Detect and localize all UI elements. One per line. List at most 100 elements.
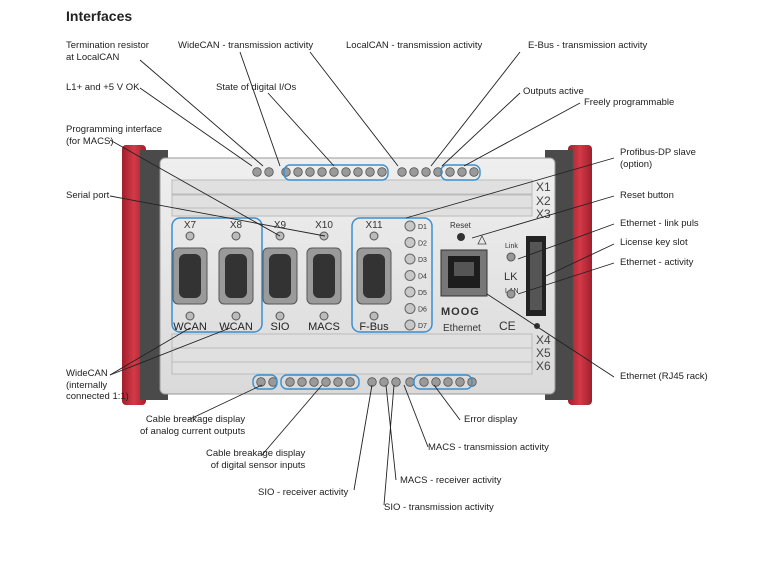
diag-led-d6 [404,303,416,314]
port-socket [313,254,335,298]
diag-led-label: D5 [418,290,427,297]
top-led-1 [252,167,262,177]
top-led-4 [293,167,303,177]
link-label: Link [505,243,518,250]
label-profibus: Profibus-DP slave(option) [620,147,696,170]
top-led-16 [445,167,455,177]
top-led-14 [421,167,431,177]
label-l1-5v: L1+ and +5 V OK [66,82,140,93]
top-led-12 [397,167,407,177]
diag-led-d3 [404,253,416,265]
page-title: Interfaces [66,8,133,24]
terminal-row-top-3 [171,207,533,217]
port-screw-top [231,231,241,241]
port-id-label: X11 [365,220,382,231]
warning-triangle-icon [477,235,487,245]
port-screw-bottom [369,311,379,321]
port-socket [363,254,385,298]
rj45-contacts [454,262,474,276]
label-license-key: License key slot [620,237,688,248]
diag-led-d2 [404,237,416,248]
bottom-led-4 [297,377,307,387]
bottom-led-3 [285,377,295,387]
port-name-label: WCAN [219,321,253,333]
leader-lines [109,51,615,506]
top-led-11 [377,167,387,177]
top-led-strip [252,167,479,177]
top-led-18 [469,167,479,177]
diag-led-d5 [404,286,416,298]
top-led-3 [281,167,291,177]
analog-led-highlight [252,374,278,390]
port-socket [179,254,201,298]
ethernet-label: Ethernet [443,323,481,334]
port-screw-bottom [275,311,285,321]
bottom-led-11 [391,377,401,387]
bottom-led-7 [333,377,343,387]
port-id-label: X10 [315,220,333,231]
label-localcan-tx: LocalCAN - transmission activity [346,40,483,51]
bottom-led-10 [379,377,389,387]
row-label-x3: X3 [536,207,551,221]
port-id-label: X7 [184,220,197,231]
diag-led-d4 [404,270,416,281]
port-socket [269,254,291,298]
label-eth-activity: Ethernet - activity [620,257,694,268]
bottom-led-12 [405,377,415,387]
bottom-led-5 [309,377,319,387]
diag-led-label: D2 [418,241,427,248]
label-ebus-tx: E-Bus - transmission activity [528,40,648,51]
top-led-5 [305,167,315,177]
row-label-x2: X2 [536,194,551,208]
bottom-led-16 [455,377,465,387]
top-led-9 [353,167,363,177]
label-error-display: Error display [464,414,518,425]
brand-logo: MOOG [441,306,480,318]
label-freely-programmable: Freely programmable [584,97,675,108]
top-led-10 [365,167,375,177]
bottom-led-15 [443,377,453,387]
label-serial-port: Serial port [66,190,110,201]
bottom-led-6 [321,377,331,387]
port-screw-bottom [231,311,241,321]
reset-button [457,233,465,241]
label-outputs-active: Outputs active [523,86,584,97]
port-name-label: SIO [271,321,290,333]
port-screw-bottom [319,311,329,321]
port-name-label: WCAN [173,321,207,333]
label-macs-tx: MACS - transmission activity [428,442,549,453]
top-led-6 [317,167,327,177]
label-widecan-tx: WideCAN - transmission activity [178,40,314,51]
reset-label: Reset [450,221,472,230]
label-reset-button: Reset button [620,190,674,201]
label-sio-rx: SIO - receiver activity [258,487,349,498]
label-eth-rj45: Ethernet (RJ45 rack) [620,371,708,382]
bottom-led-8 [345,377,355,387]
port-name-label: MACS [308,321,340,333]
diag-led-label: D3 [418,257,427,264]
port-name-label: F-Bus [359,321,389,333]
top-led-8 [341,167,351,177]
label-eth-link: Ethernet - link puls [620,218,699,229]
label-sio-tx: SIO - transmission activity [384,502,494,513]
label-macs-rx: MACS - receiver activity [400,475,502,486]
diag-led-d7 [404,319,416,331]
diag-led-label: D6 [418,307,427,314]
row-label-x5: X5 [536,346,551,360]
ce-mark: CE [499,319,516,333]
programmable-led-highlight [440,164,481,181]
port-screw-top [185,231,195,241]
terminal-row-bottom-2 [171,347,533,363]
port-screw-bottom [185,311,195,321]
lan-led [506,289,516,299]
port-screw-top [369,231,379,241]
diag-led-label: D7 [418,323,427,330]
